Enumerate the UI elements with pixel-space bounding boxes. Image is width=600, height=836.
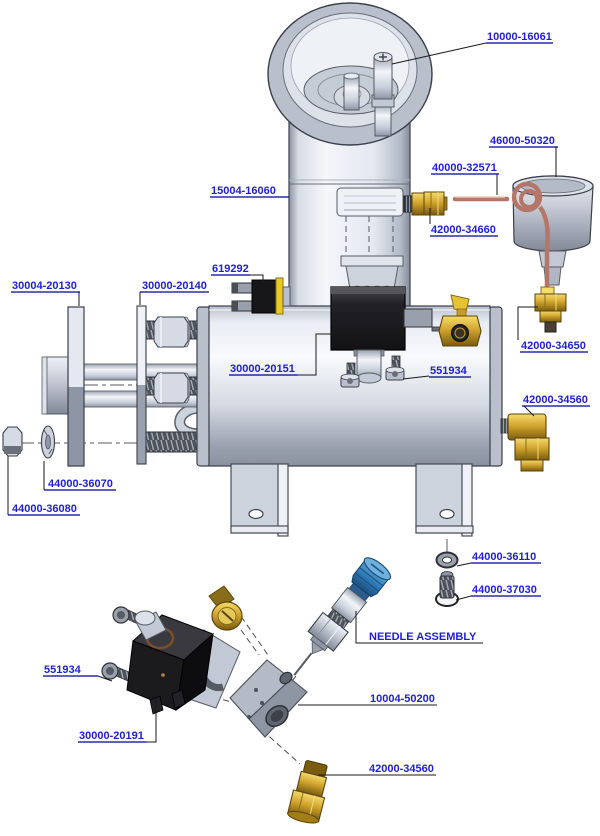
screw-551934-b — [385, 355, 405, 381]
vacuum-chamber-cup — [267, 2, 433, 146]
thermostat-619292 — [231, 277, 291, 315]
boiler-leg-right — [415, 463, 474, 537]
elbow-42000-34560 — [500, 413, 550, 472]
svg-text:30000-20140: 30000-20140 — [142, 280, 207, 292]
label-551934-boiler: 551934 — [402, 365, 471, 380]
label-needle-assembly: NEEDLE ASSEMBLY — [355, 611, 483, 644]
element-stud-middle — [139, 372, 201, 404]
needle-tip — [293, 652, 313, 676]
svg-text:40000-32571: 40000-32571 — [432, 162, 497, 174]
fitting-42000-34560-bottom — [287, 760, 328, 824]
svg-text:42000-34660: 42000-34660 — [431, 224, 496, 236]
solenoid-coil-30000-20151 — [330, 286, 445, 384]
label-42000-34650: 42000-34650 — [517, 306, 588, 353]
element-header — [44, 356, 72, 415]
element-stud-lower — [139, 431, 201, 453]
label-30000-20140: 30000-20140 — [139, 280, 209, 305]
label-44000-36080: 44000-36080 — [7, 456, 80, 516]
svg-text:42000-34650: 42000-34650 — [521, 340, 586, 352]
label-44000-36070: 44000-36070 — [43, 461, 116, 491]
svg-text:44000-37030: 44000-37030 — [472, 584, 537, 596]
label-42000-34560-bottom: 42000-34560 — [318, 763, 436, 776]
thermostat-yellow-ring — [275, 277, 284, 315]
label-42000-34660: 42000-34660 — [429, 208, 498, 237]
svg-text:30000-20191: 30000-20191 — [79, 730, 144, 742]
brass-elbow-bottom — [208, 585, 243, 631]
solenoid-connector — [403, 308, 433, 328]
svg-text:44000-36080: 44000-36080 — [12, 503, 77, 515]
valve-block-10004-50200 — [229, 659, 308, 738]
column-flange — [340, 255, 404, 267]
screw-551934-bottom-b — [101, 662, 132, 682]
label-44000-37030: 44000-37030 — [455, 584, 541, 601]
label-10000-16061: 10000-16061 — [391, 31, 553, 65]
gasket-30000-20140 — [136, 305, 147, 465]
svg-text:15004-16060: 15004-16060 — [211, 185, 276, 197]
svg-text:NEEDLE ASSEMBLY: NEEDLE ASSEMBLY — [369, 631, 477, 643]
capillary-pipe-40000-32571 — [452, 181, 550, 289]
ribbed-collar — [345, 265, 399, 290]
needle-assembly — [293, 557, 392, 676]
svg-text:551934: 551934 — [430, 365, 468, 377]
label-46000-50320: 46000-50320 — [489, 135, 558, 177]
svg-text:551934: 551934 — [44, 664, 82, 676]
screw-551934-a — [340, 362, 360, 388]
svg-text:44000-36110: 44000-36110 — [472, 551, 536, 563]
label-44000-36110: 44000-36110 — [456, 551, 541, 567]
label-15004-16060: 15004-16060 — [210, 185, 289, 198]
svg-text:30000-20151: 30000-20151 — [230, 363, 295, 375]
sight-boss — [336, 187, 404, 217]
svg-text:46000-50320: 46000-50320 — [490, 135, 555, 147]
svg-text:30004-20130: 30004-20130 — [12, 280, 77, 292]
svg-text:42000-34560: 42000-34560 — [369, 763, 434, 775]
boiler-leg-left — [230, 463, 289, 537]
nut-44000-36080 — [2, 426, 23, 457]
svg-text:619292: 619292 — [212, 263, 249, 275]
svg-text:44000-36070: 44000-36070 — [48, 478, 113, 490]
svg-text:10000-16061: 10000-16061 — [487, 31, 552, 43]
screw-44000-37030 — [435, 571, 459, 607]
label-30000-20191: 30000-20191 — [78, 699, 157, 743]
standpipe-tube — [343, 72, 360, 111]
label-42000-34560-right: 42000-34560 — [522, 394, 590, 417]
label-30004-20130: 30004-20130 — [11, 280, 80, 306]
label-551934-bottom: 551934 — [43, 664, 113, 682]
anti-vacuum-valve — [371, 52, 395, 137]
label-40000-32571: 40000-32571 — [431, 162, 499, 195]
labels-layer: 10000-16061 46000-50320 40000-32571 1500… — [7, 31, 590, 776]
element-stud-upper — [139, 316, 201, 348]
brass-ball-valve — [438, 294, 482, 347]
element-plate-30004-20130 — [67, 306, 85, 467]
label-10004-50200: 10004-50200 — [298, 693, 437, 706]
hidden-lines — [345, 216, 394, 256]
washer-44000-36110 — [435, 539, 459, 569]
svg-text:42000-34560: 42000-34560 — [523, 394, 588, 406]
label-619292: 619292 — [211, 263, 264, 283]
svg-text:10004-50200: 10004-50200 — [370, 693, 435, 705]
solenoid-valve-30000-20191 — [126, 610, 214, 715]
lock-washer-44000-36070 — [40, 425, 56, 459]
fitting-42000-34660 — [403, 191, 448, 216]
check-valve-42000-34650 — [534, 286, 567, 333]
label-30000-20151: 30000-20151 — [229, 333, 332, 376]
